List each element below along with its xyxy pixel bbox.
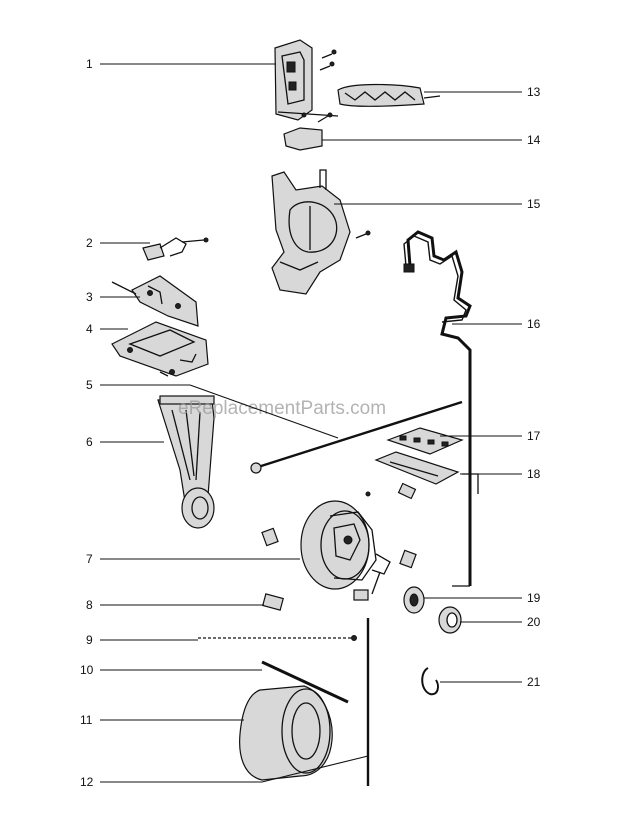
part-1-switch-housing (274, 39, 337, 121)
callout-8: 8 (86, 598, 93, 612)
part-5-rod (250, 400, 463, 474)
part-15-handle-housing (271, 169, 371, 295)
part-11-roller (239, 685, 333, 781)
leader-lines (100, 63, 522, 783)
part-19-bearing (403, 586, 425, 614)
callout-20: 20 (527, 615, 541, 629)
callout-6: 6 (86, 435, 93, 449)
callout-17: 17 (527, 429, 541, 443)
part-2-switch-lever (142, 237, 209, 261)
callout-9: 9 (86, 633, 93, 647)
callout-18: 18 (527, 467, 541, 481)
part-6-wheel-arm (157, 395, 215, 529)
part-20-ring (438, 606, 462, 634)
callout-3: 3 (86, 290, 93, 304)
part-8-carbon-brush (262, 593, 284, 611)
callout-7: 7 (86, 552, 93, 566)
callout-2: 2 (86, 236, 93, 250)
callout-16: 16 (527, 317, 541, 331)
part-16-handle-bail (403, 230, 472, 587)
callout-numbers: 1 2 3 4 5 6 7 8 9 10 11 12 13 14 15 16 1… (80, 57, 541, 789)
callout-11: 11 (80, 713, 93, 727)
part-18-pedal-plate (374, 451, 479, 520)
part-14-bracket (283, 112, 333, 151)
callout-1: 1 (86, 57, 93, 71)
part-7-motor (300, 500, 391, 595)
part-3-lever-bracket (111, 275, 199, 327)
callout-4: 4 (86, 322, 93, 336)
part-17-brush-strip (386, 427, 464, 455)
part-4-base-plate (111, 321, 209, 377)
part-9-pin (198, 635, 357, 641)
callout-5: 5 (86, 378, 93, 392)
callout-15: 15 (527, 197, 541, 211)
part-21-spring-clip (421, 667, 439, 696)
watermark: eReplacementParts.com (178, 398, 386, 419)
motor-clips (261, 482, 417, 601)
callout-14: 14 (527, 133, 541, 147)
callout-10: 10 (80, 663, 94, 677)
part-10-belt (261, 660, 349, 704)
callout-19: 19 (527, 591, 541, 605)
callout-12: 12 (80, 775, 94, 789)
callout-13: 13 (527, 85, 541, 99)
callout-21: 21 (527, 675, 541, 689)
